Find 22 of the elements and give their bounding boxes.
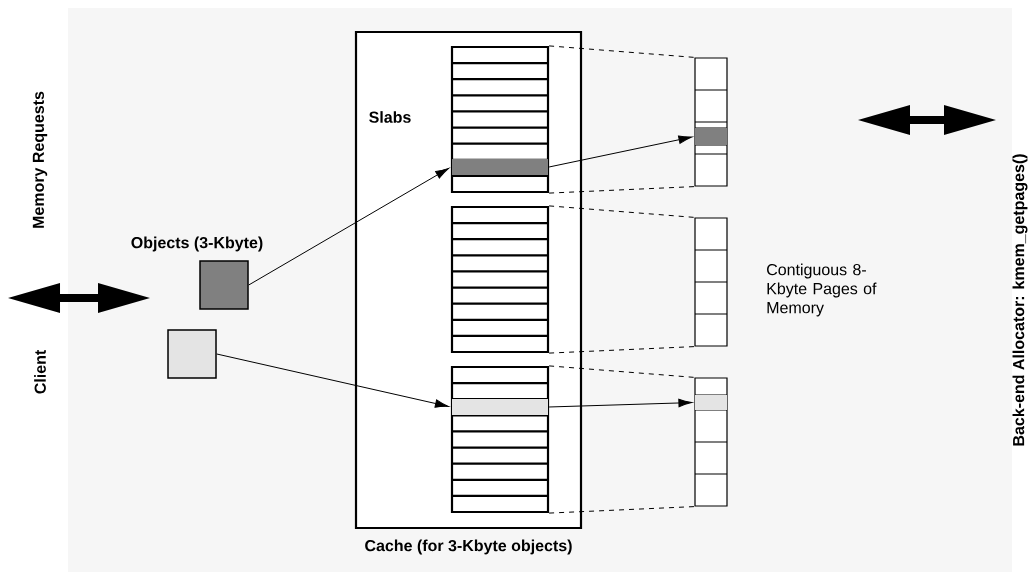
- arrow: [216, 353, 449, 408]
- arrow: [248, 167, 450, 286]
- arrow: [548, 398, 693, 408]
- object-square: [167, 329, 217, 379]
- axis-label: Memory Requests: [32, 91, 48, 228]
- arrow: [548, 135, 693, 168]
- group-label: Slabs: [369, 111, 411, 123]
- slab-row: [452, 159, 548, 175]
- dashed-line: [548, 506, 695, 514]
- dashed-line: [548, 365, 695, 378]
- dashed-line: [548, 205, 695, 218]
- page-stack: [694, 217, 728, 347]
- object-square: [199, 260, 249, 310]
- annotation-text: Contiguous 8-Kbyte Pages of Memory: [767, 263, 877, 317]
- dashed-line: [548, 186, 695, 194]
- page-row: [695, 128, 727, 145]
- dashed-line: [548, 45, 695, 58]
- axis-label: Client: [34, 349, 46, 394]
- dashed-line: [548, 346, 695, 354]
- slab: [450, 205, 550, 354]
- node-label: Cache (for 3-Kbyte objects): [365, 539, 572, 555]
- axis-label: Back-end Allocator: kmem_getpages(): [1012, 154, 1028, 446]
